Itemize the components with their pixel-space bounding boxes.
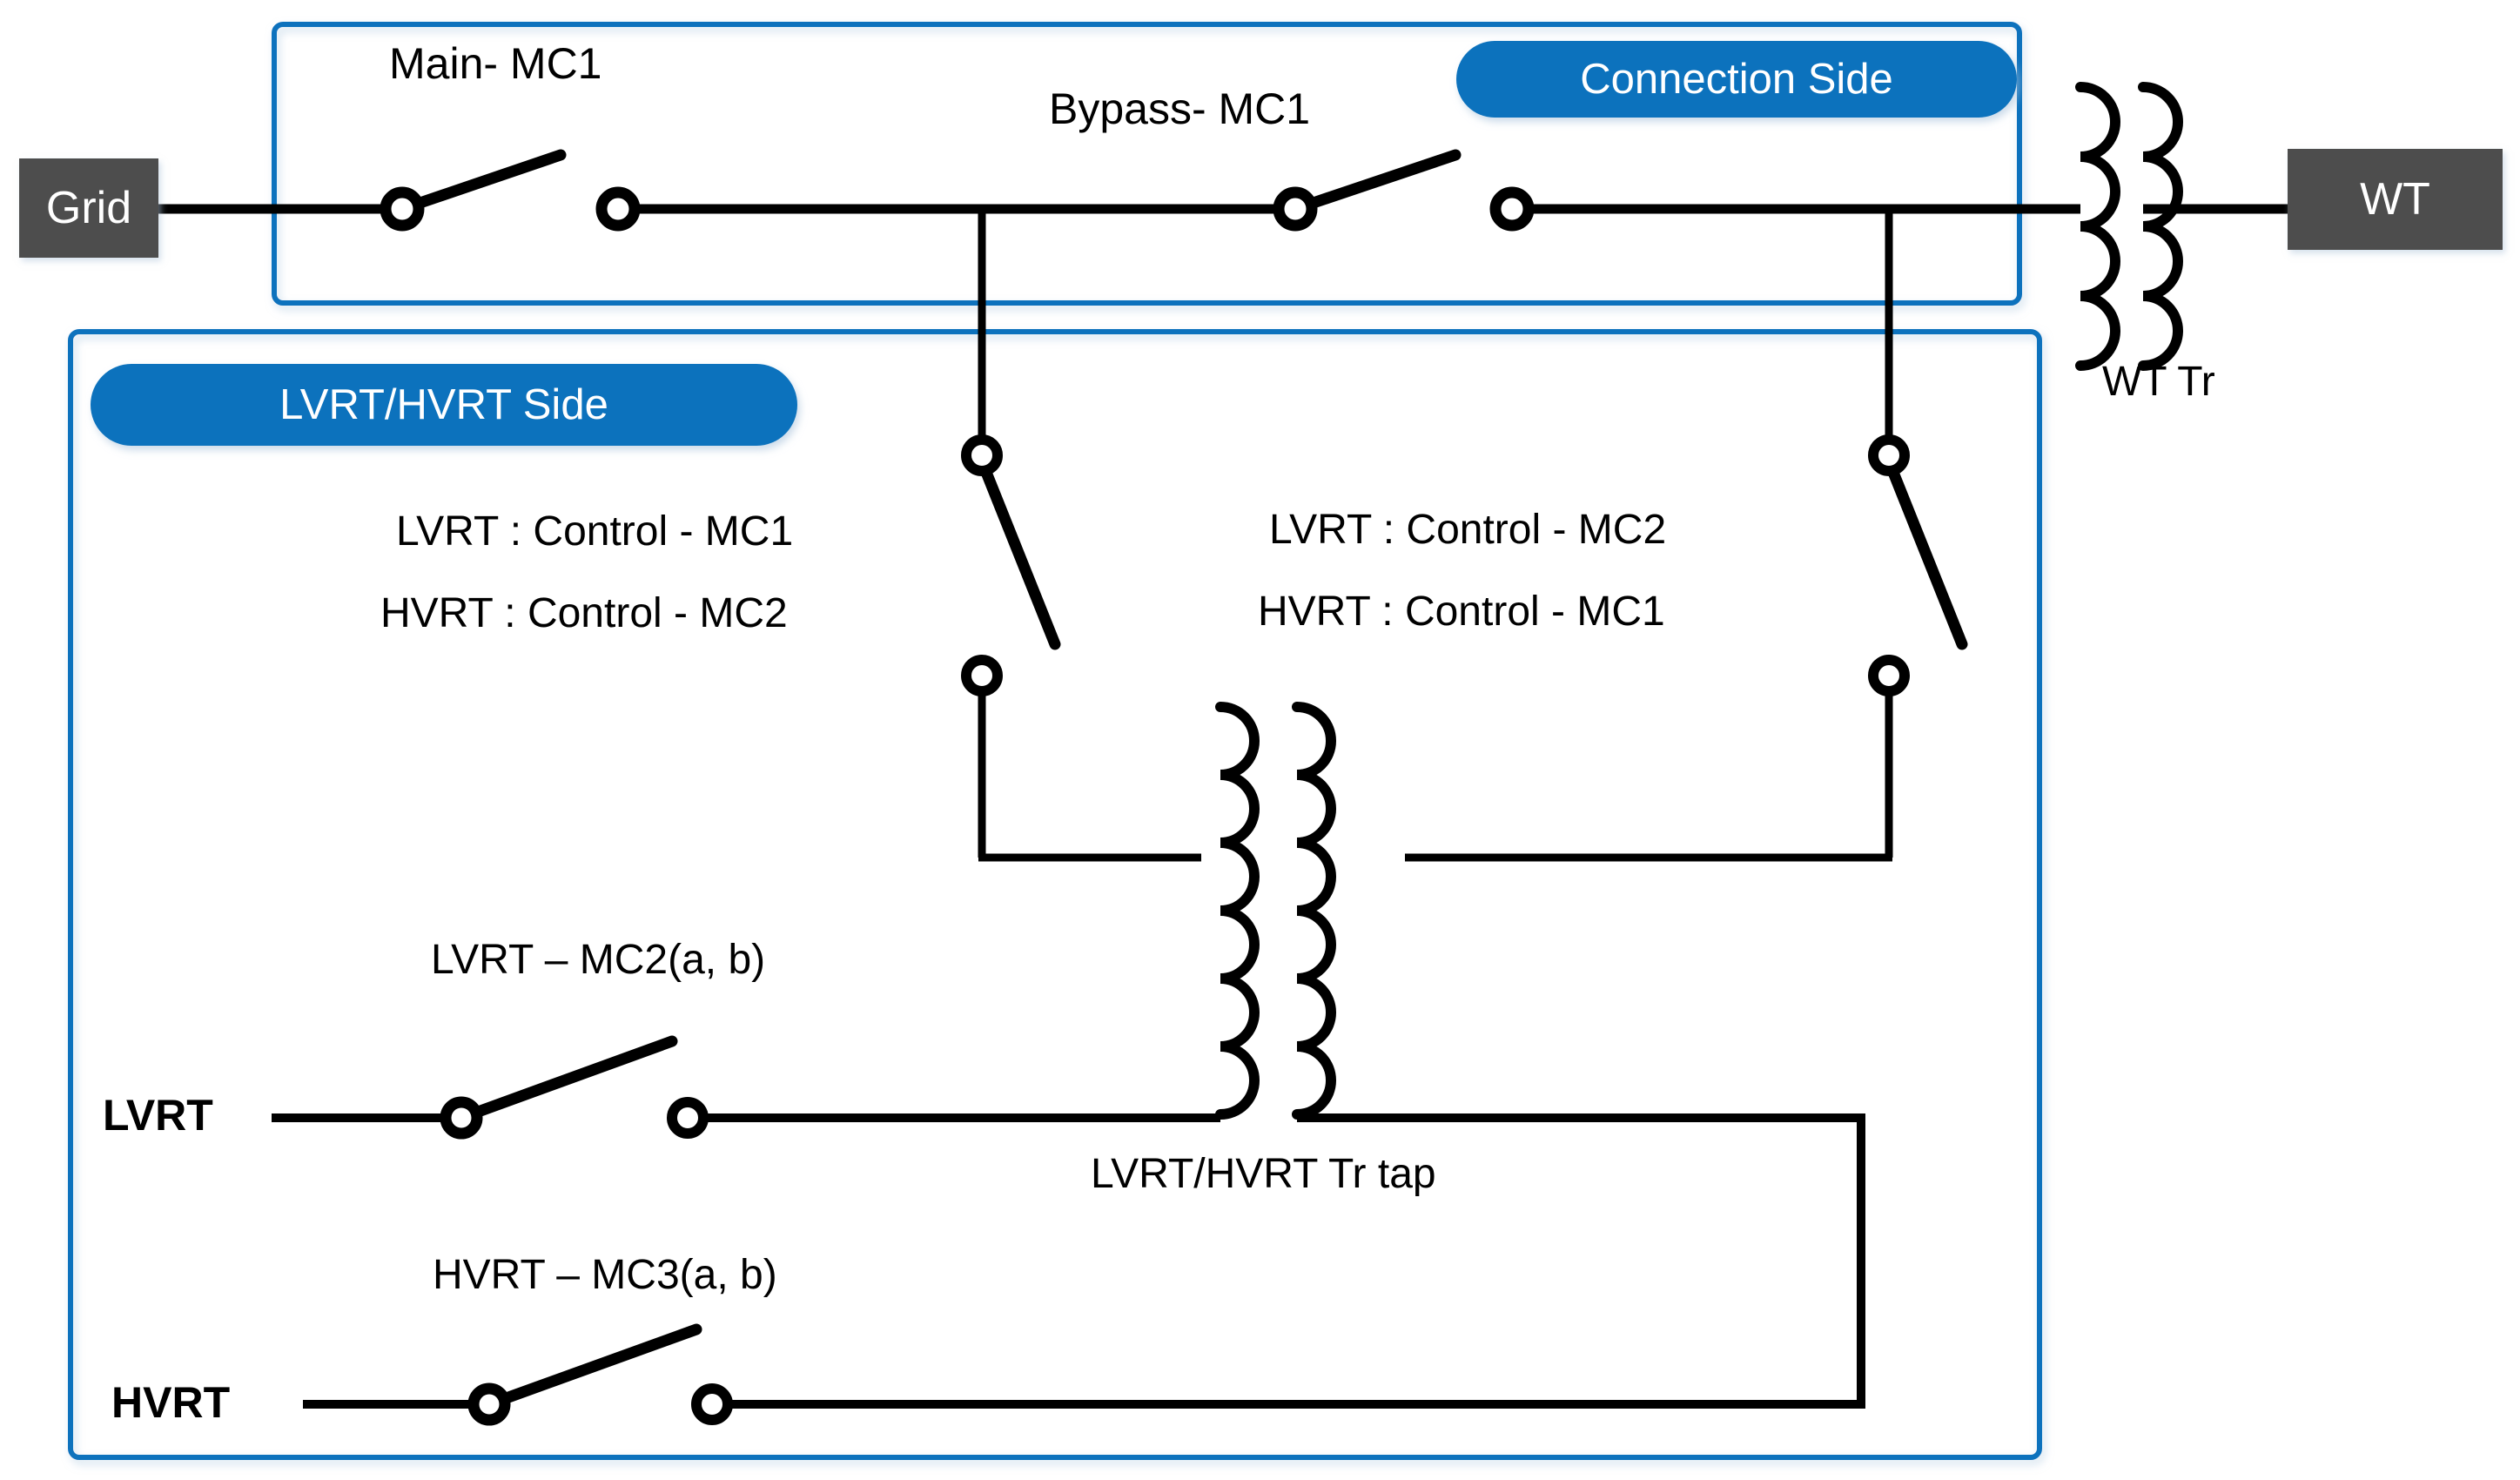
left-control-contact-node (961, 655, 1003, 696)
bypass-mc1-pivot-node (1273, 186, 1318, 232)
grid-block-label: Grid (45, 183, 132, 233)
bypass-mc1-switch[interactable] (1273, 149, 1535, 232)
main-mc1-label: Main- MC1 (389, 39, 602, 88)
right-control-contact-node (1868, 655, 1910, 696)
right-tap-return-wire (1405, 688, 1893, 862)
right-hvrt-control-label: HVRT : Control - MC1 (1258, 589, 1665, 635)
hvrt-mc3-pivot-node (467, 1382, 511, 1426)
lvrt-hvrt-side-pill[interactable]: LVRT/HVRT Side (91, 364, 797, 446)
main-mc1-contact-node (595, 186, 641, 232)
left-hvrt-control-label: HVRT : Control - MC2 (380, 590, 788, 636)
wt-transformer-symbol (2075, 82, 2183, 371)
main-mc1-switch[interactable] (380, 149, 641, 232)
grid-block[interactable]: Grid (19, 158, 158, 258)
connection-side-pill[interactable]: Connection Side (1456, 41, 2017, 118)
bypass-mc1-contact-node (1489, 186, 1535, 232)
lvrt-control-mc2-switch[interactable] (1868, 434, 1968, 696)
lvrt-mc2-pivot-node (440, 1096, 483, 1140)
hvrt-mc3-contact-node (691, 1383, 733, 1425)
tap-drop-lines (978, 209, 1893, 440)
left-tap-return-wire (978, 688, 1201, 862)
left-control-pivot-node (961, 434, 1003, 476)
wt-block[interactable]: WT (2288, 149, 2503, 250)
wt-block-label: WT (2360, 174, 2430, 225)
right-control-pivot-node (1868, 434, 1910, 476)
tr-tap-secondary-link (1297, 1113, 1865, 1404)
left-lvrt-control-label: LVRT : Control - MC1 (396, 508, 794, 555)
tr-tap-label: LVRT/HVRT Tr tap (1091, 1151, 1436, 1197)
connection-side-pill-label: Connection Side (1580, 56, 1893, 103)
hvrt-terminal-label: HVRT (111, 1378, 231, 1427)
right-lvrt-control-label: LVRT : Control - MC2 (1269, 507, 1667, 553)
hvrt-mc3-label: HVRT – MC3(a, b) (433, 1252, 777, 1298)
connection-side-enclosure (272, 22, 2022, 306)
lvrt-mc2-switch[interactable] (440, 1035, 709, 1140)
bypass-mc1-label: Bypass- MC1 (1049, 84, 1311, 133)
lvrt-terminal-label: LVRT (103, 1091, 213, 1140)
lvrt-mc2-label: LVRT – MC2(a, b) (431, 937, 766, 983)
lvrt-mc2-contact-node (667, 1097, 709, 1139)
hvrt-mc3-switch[interactable] (467, 1323, 733, 1426)
lvrt-hvrt-transformer-symbol (1215, 702, 1336, 1120)
wt-tr-label: WT Tr (2102, 359, 2215, 405)
lvrt-hvrt-side-enclosure (68, 329, 2042, 1460)
lvrt-hvrt-side-pill-label: LVRT/HVRT Side (279, 381, 608, 428)
lvrt-control-mc1-switch[interactable] (961, 434, 1061, 696)
main-mc1-pivot-node (380, 186, 425, 232)
